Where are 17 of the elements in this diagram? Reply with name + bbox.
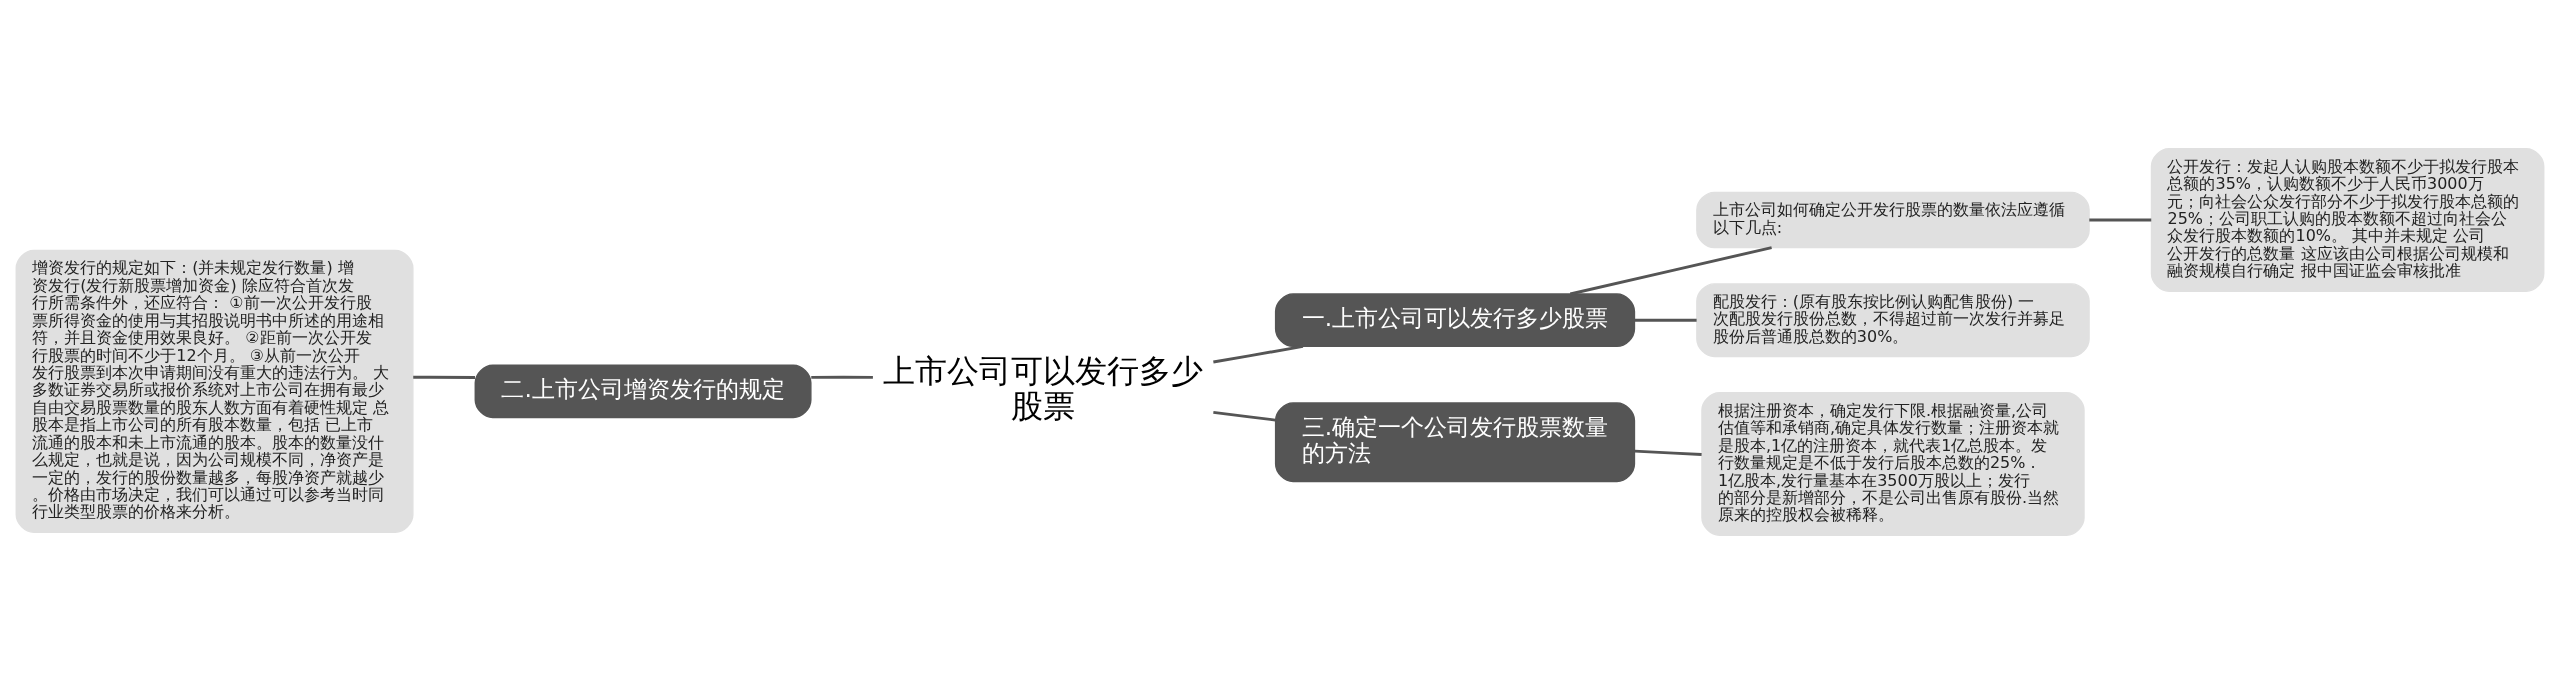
node-box: 配股发行：(原有股东按比例认购配售股份) 一次配股发行股份总数，不得超过前一次发行并募足股份后普通股总数的30%。 [1696, 283, 2090, 358]
node-box: 一.上市公司可以发行多少股票 [1274, 293, 1636, 348]
connector [1569, 246, 1772, 296]
connector [1634, 318, 1697, 322]
connector [413, 375, 476, 379]
node-box: 增资发行的规定如下：(并未规定发行数量) 增资发行(发行新股票增加资金) 除应符合首次发行所需条件外，还应符合： ①前一次公开发行股票所得资金的使用与其招股说明书中所述的用途相符，并且资金使用效果良好。 ②距前一次公开发行股票的时间不少于12个月。 ③从前一次公开发行股票到本次申请期间没有重大的违法行为。 大多数证券交易所或报价系统对上市公司在拥有最少自由交易股票数量的股东人数方面有着硬性规定 总股本是指上市公司的所有股本数量，包括 已上市流通的股本和未上市流通的股本。股本的数量没什么规定，也就是说，因为公司规模不同，净资产是一定的，发行的股份数量越多，每股净资产就越少。价格由市场决定，我们可以通过可以参考当时同行业类型股票的价格来分析。 [15, 249, 414, 533]
node-box: 二.上市公司增资发行的规定 [474, 364, 812, 419]
connector [811, 375, 873, 379]
connector [2089, 218, 2152, 222]
connector [1634, 449, 1702, 456]
node-box: 上市公司如何确定公开发行股票的数量依法应遵循以下几点: [1696, 191, 2090, 249]
node-box: 三.确定一个公司发行股票数量的方法 [1274, 402, 1636, 483]
connector [1213, 410, 1276, 422]
node-box: 根据注册资本，确定发行下限.根据融资量,公司估值等和承销商,确定具体发行数量；注册资本就是股本,1亿的注册资本，就代表1亿总股本。发行数量规定是不低于发行后股本总数的25% .1亿股本,发行量基本在3500万股以上；发行的部分是新增部分，不是公司出售原有股份.当然原来的控股权会被稀释。 [1701, 392, 2085, 536]
connector [1213, 345, 1304, 364]
node-box: 公开发行：发起人认购股本数额不少于拟发行股本总额的35%，认购数额不少于人民币3000万元；向社会公众发行部分不少于拟发行股本总额的25%；公司职工认购的股本数额不超过向社会公众发行股本数额的10%。 其中并未规定 公司公开发行的总数量 这应该由公司根据公司规模和融资规模自行确定 报中国证监会审核批准 [2150, 148, 2545, 292]
node-text: 上市公司可以发行多少股票 [883, 352, 1204, 425]
